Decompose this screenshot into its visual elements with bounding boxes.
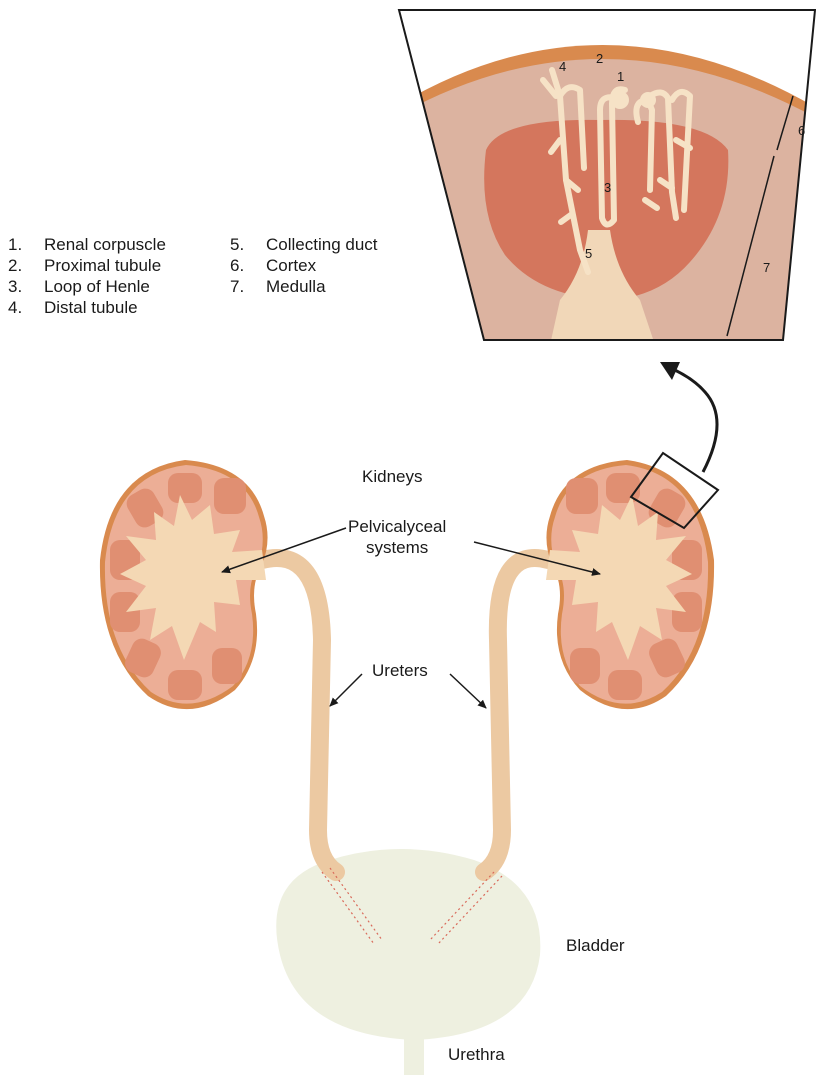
renal-corpuscle-2 (640, 92, 656, 108)
legend-left: 1.Renal corpuscle 2.Proximal tubule 3.Lo… (8, 234, 166, 318)
urethra-label: Urethra (448, 1044, 505, 1065)
legend-item: 1.Renal corpuscle (8, 234, 166, 255)
marker-7: 7 (763, 260, 770, 275)
renal-corpuscle (611, 91, 629, 109)
marker-2: 2 (596, 51, 603, 66)
marker-3: 3 (604, 180, 611, 195)
left-kidney (100, 460, 268, 709)
bladder-label: Bladder (566, 935, 625, 956)
legend-item: 7.Medulla (230, 276, 378, 297)
pelvicalyceal-label: Pelvicalyceal systems (348, 516, 446, 558)
legend-item: 2.Proximal tubule (8, 255, 166, 276)
legend-item: 4.Distal tubule (8, 297, 166, 318)
ureters-label: Ureters (372, 660, 428, 681)
nephron-inset: 1 2 3 4 5 6 7 (390, 5, 816, 345)
bladder (276, 849, 540, 1075)
zoom-arrow (668, 367, 717, 472)
legend-item: 6.Cortex (230, 255, 378, 276)
marker-4: 4 (559, 59, 566, 74)
marker-1: 1 (617, 69, 624, 84)
kidneys-label: Kidneys (362, 466, 422, 487)
left-ureter (262, 558, 336, 872)
legend-item: 3.Loop of Henle (8, 276, 166, 297)
marker-5: 5 (585, 246, 592, 261)
right-ureter (484, 558, 548, 872)
ureter-arrow-right (450, 674, 486, 708)
pelvicalyceal-label-line1: Pelvicalyceal (348, 516, 446, 537)
ureter-arrow-left (330, 674, 362, 706)
legend-right: 5.Collecting duct 6.Cortex 7.Medulla (230, 234, 378, 297)
marker-6: 6 (798, 123, 805, 138)
pelvicalyceal-label-line2: systems (348, 537, 446, 558)
legend-item: 5.Collecting duct (230, 234, 378, 255)
